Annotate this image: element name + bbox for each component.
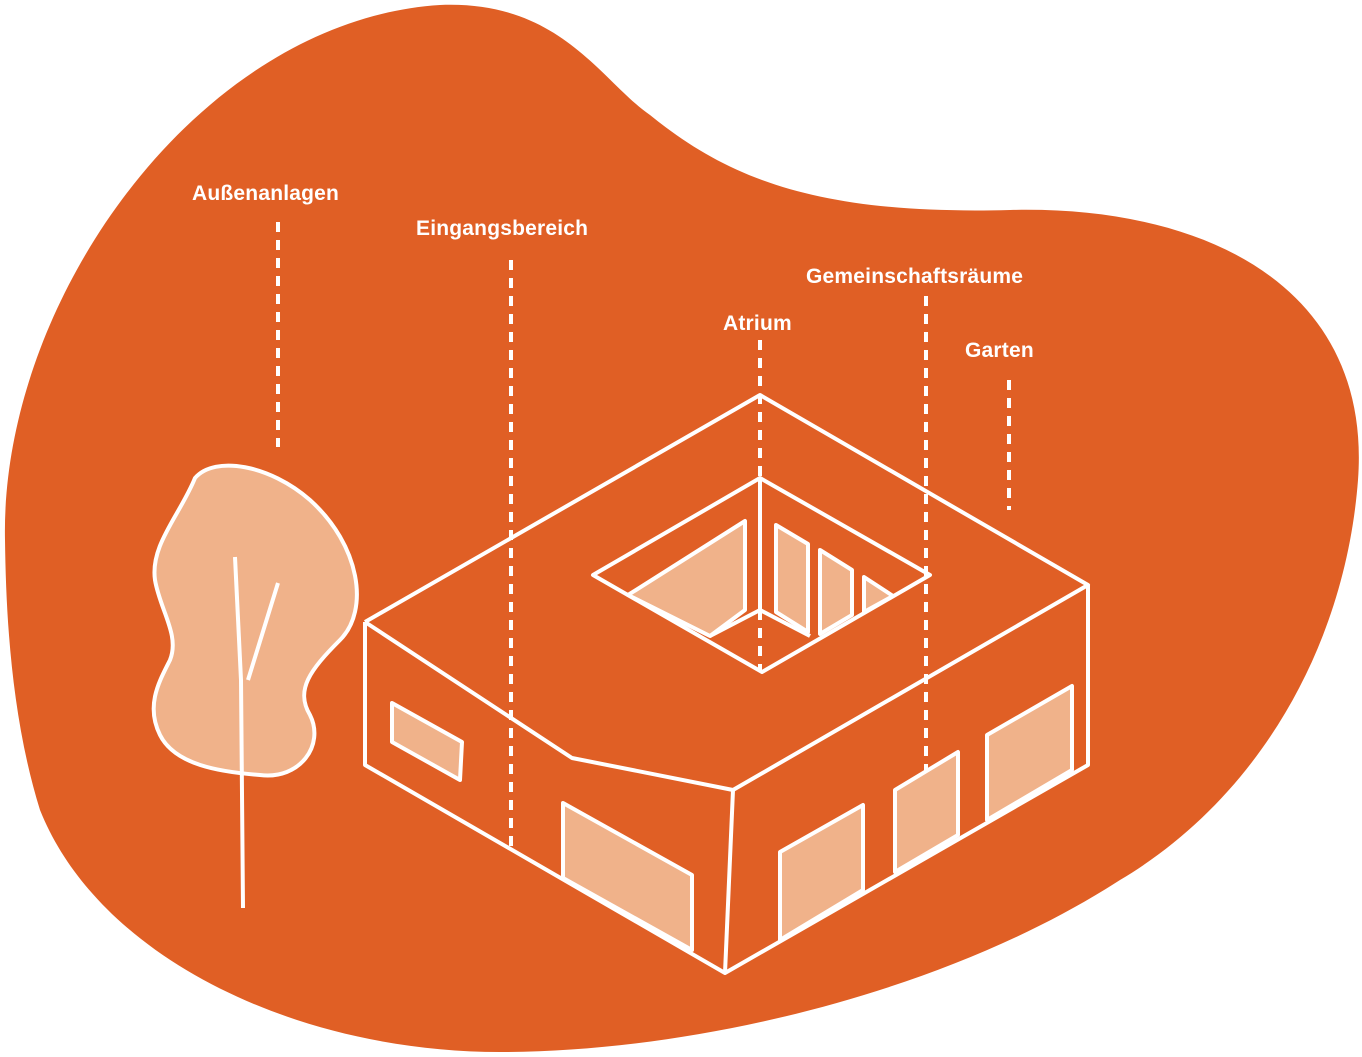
- window: [390, 701, 464, 782]
- label-garden: Garten: [965, 339, 1034, 362]
- window: [985, 684, 1074, 822]
- label-common-rooms: Gemeinschaftsräume: [806, 265, 1024, 288]
- window: [778, 803, 865, 942]
- label-outdoor: Außenanlagen: [192, 182, 340, 205]
- walls: [363, 585, 1090, 975]
- label-entrance: Eingangsbereich: [416, 217, 589, 240]
- tree-icon: [151, 463, 359, 909]
- roof-outline: [363, 393, 1090, 792]
- atrium-panel: [818, 548, 854, 636]
- atrium-panel: [626, 519, 747, 638]
- atrium-opening: [591, 476, 932, 674]
- window: [561, 801, 694, 952]
- label-atrium: Atrium: [723, 312, 792, 335]
- window: [893, 750, 960, 874]
- atrium-panel: [774, 523, 810, 634]
- building: [363, 393, 1090, 975]
